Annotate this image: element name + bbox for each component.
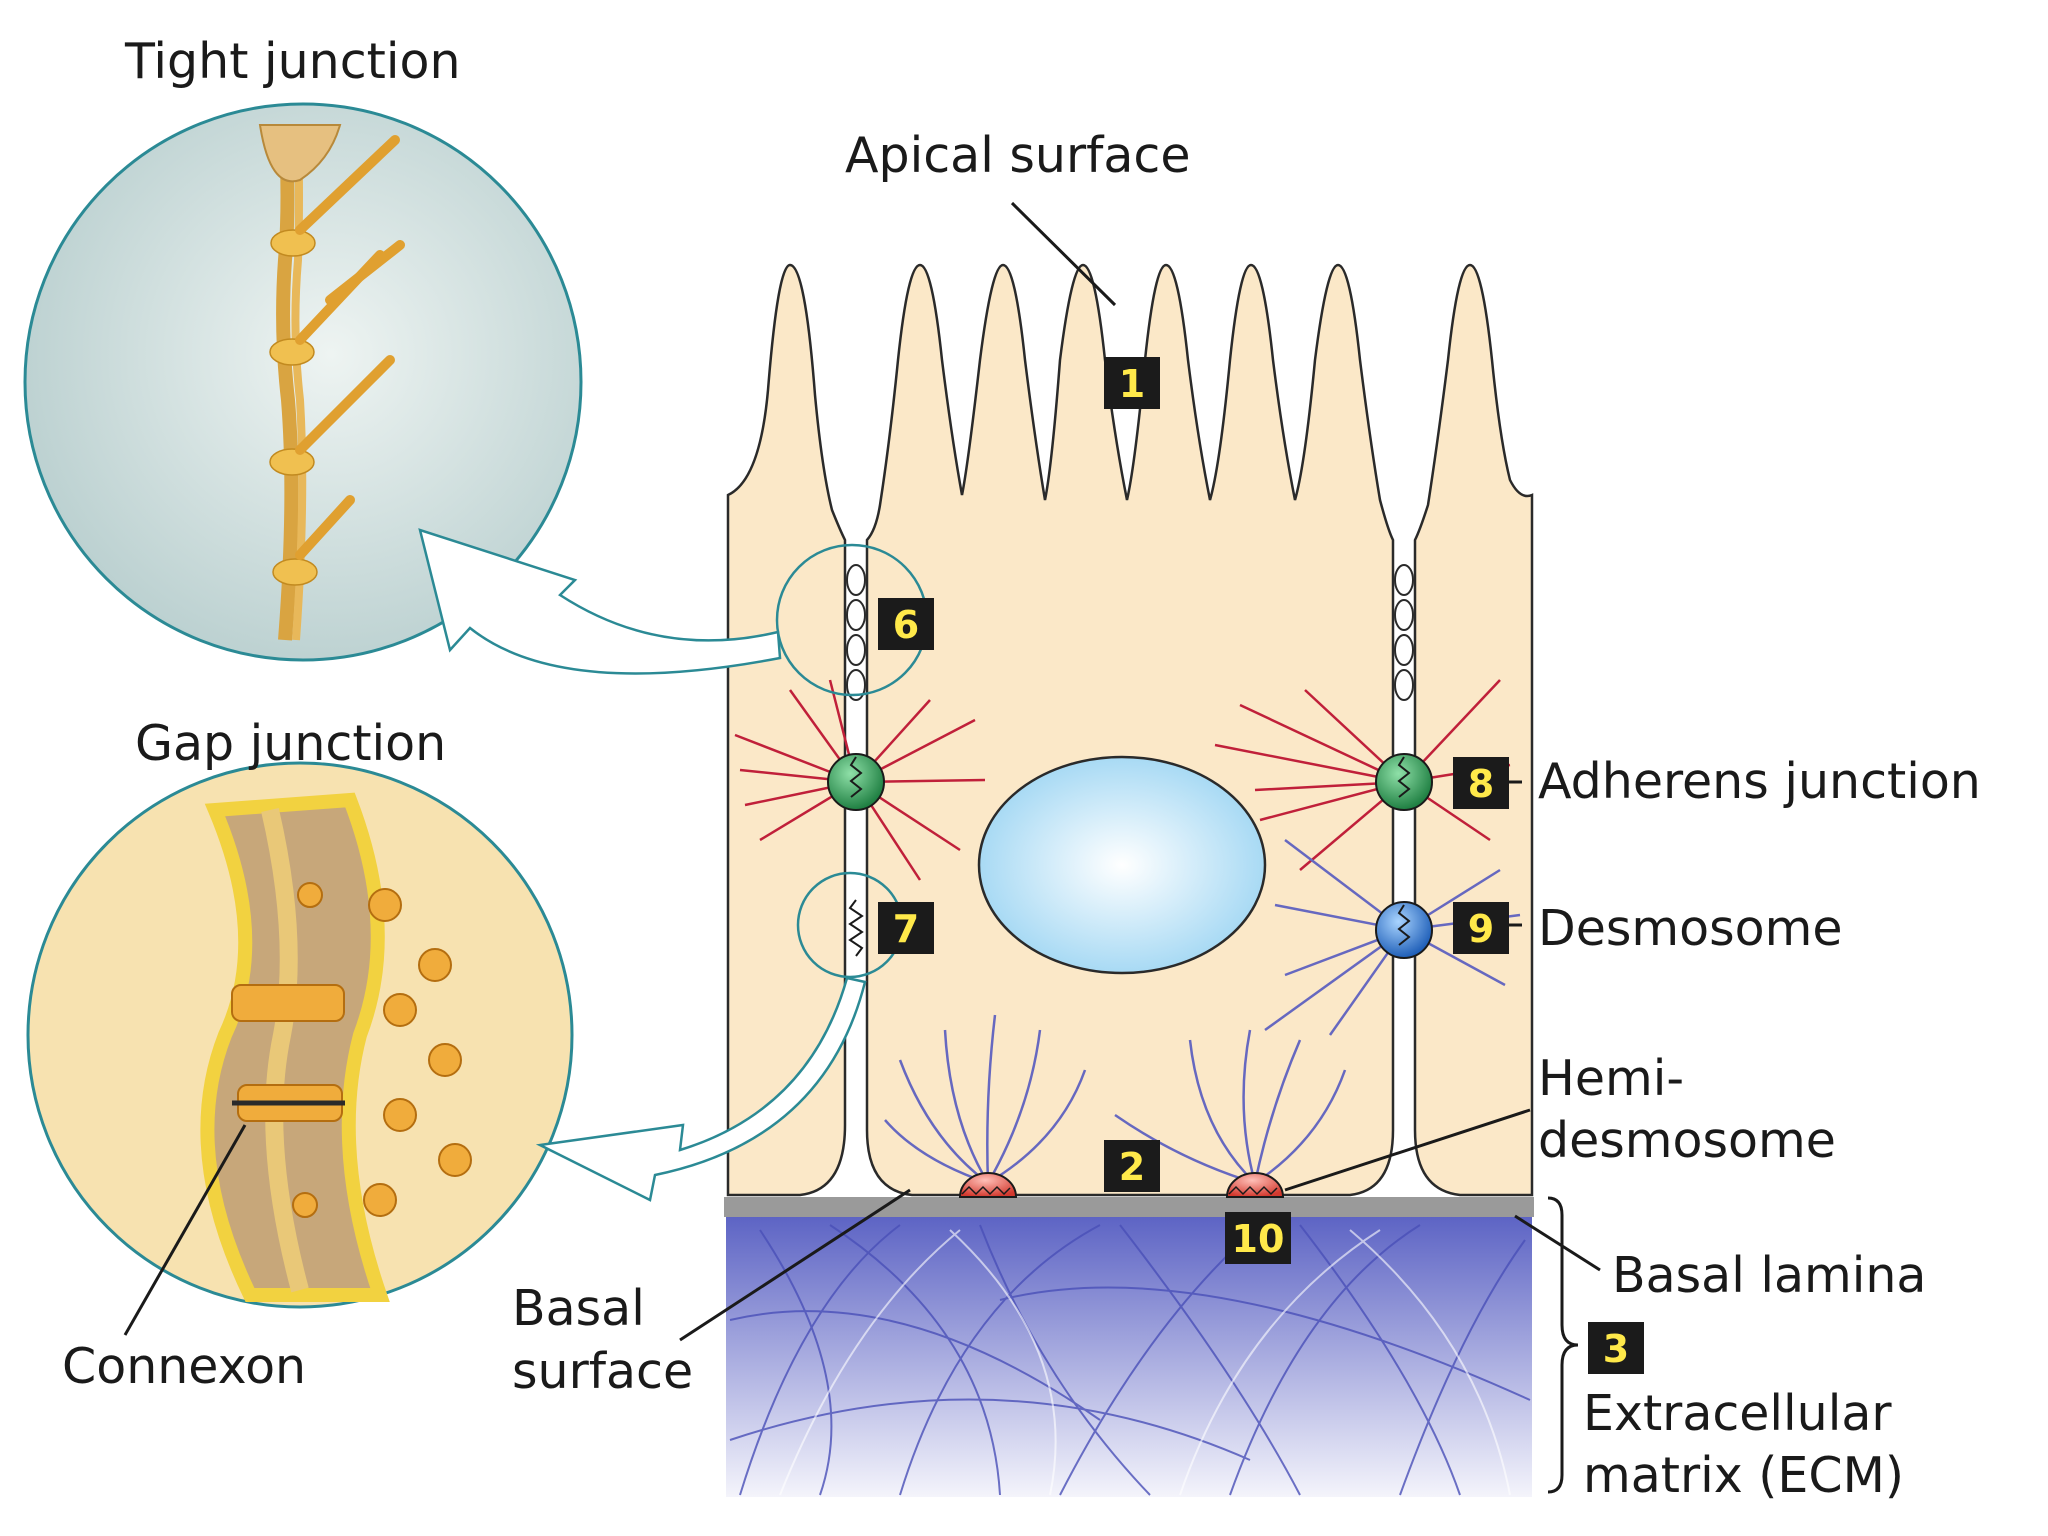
marker-3: 3 bbox=[1588, 1322, 1644, 1374]
epithelial-cells bbox=[726, 263, 1534, 1197]
desmosome-right bbox=[1375, 901, 1433, 959]
adherens-junction-label: Adherens junction bbox=[1538, 753, 1981, 810]
gap-junction-callout-arrow bbox=[535, 976, 867, 1202]
tight-junction-callout-arrow bbox=[418, 528, 782, 675]
ecm-label-line1: Extracellular bbox=[1583, 1385, 1892, 1442]
svg-text:8: 8 bbox=[1468, 762, 1494, 806]
basal-lamina bbox=[724, 1197, 1534, 1217]
cell-right bbox=[1413, 263, 1534, 1197]
marker-9: 9 bbox=[1453, 902, 1509, 954]
gap-junction-label: Gap junction bbox=[135, 715, 446, 772]
marker-10: 10 bbox=[1225, 1212, 1291, 1264]
adherens-junction-right bbox=[1375, 753, 1433, 811]
svg-text:10: 10 bbox=[1232, 1217, 1285, 1261]
svg-text:6: 6 bbox=[893, 603, 919, 647]
connexon-label: Connexon bbox=[62, 1338, 306, 1395]
tight-junction-zoom bbox=[23, 102, 583, 662]
marker-2: 2 bbox=[1104, 1140, 1160, 1192]
basal-surface-label-line2: surface bbox=[512, 1343, 693, 1400]
nucleus bbox=[977, 755, 1267, 975]
extracellular-matrix bbox=[726, 1215, 1532, 1497]
leader-lines bbox=[123, 201, 1601, 1342]
ecm-label-line2: matrix (ECM) bbox=[1583, 1447, 1904, 1504]
gap-junction-membrane bbox=[848, 899, 864, 957]
tight-junction-label: Tight junction bbox=[124, 33, 461, 90]
hemidesmosome-left bbox=[958, 1172, 1018, 1198]
marker-7: 7 bbox=[878, 902, 934, 954]
ecm-brace bbox=[1547, 1196, 1579, 1494]
hemidesmosome-label-line2: desmosome bbox=[1538, 1112, 1836, 1169]
basal-surface-label-line1: Basal bbox=[512, 1280, 645, 1337]
gap-junction-zoom bbox=[26, 761, 574, 1309]
adherens-junction-left bbox=[827, 753, 885, 811]
svg-text:1: 1 bbox=[1119, 362, 1145, 406]
tight-junction-strands bbox=[846, 564, 1414, 701]
svg-text:2: 2 bbox=[1119, 1145, 1145, 1189]
marker-1: 1 bbox=[1104, 357, 1160, 409]
svg-text:9: 9 bbox=[1468, 907, 1494, 951]
hemidesmosome-label-line1: Hemi- bbox=[1538, 1050, 1684, 1107]
svg-text:3: 3 bbox=[1603, 1327, 1629, 1371]
marker-8: 8 bbox=[1453, 757, 1509, 809]
marker-6: 6 bbox=[878, 598, 934, 650]
desmosome-label: Desmosome bbox=[1538, 900, 1843, 957]
apical-surface-label: Apical surface bbox=[845, 127, 1191, 184]
basal-lamina-label: Basal lamina bbox=[1612, 1247, 1926, 1304]
svg-text:7: 7 bbox=[893, 907, 919, 951]
hemidesmosome-right bbox=[1225, 1172, 1285, 1198]
